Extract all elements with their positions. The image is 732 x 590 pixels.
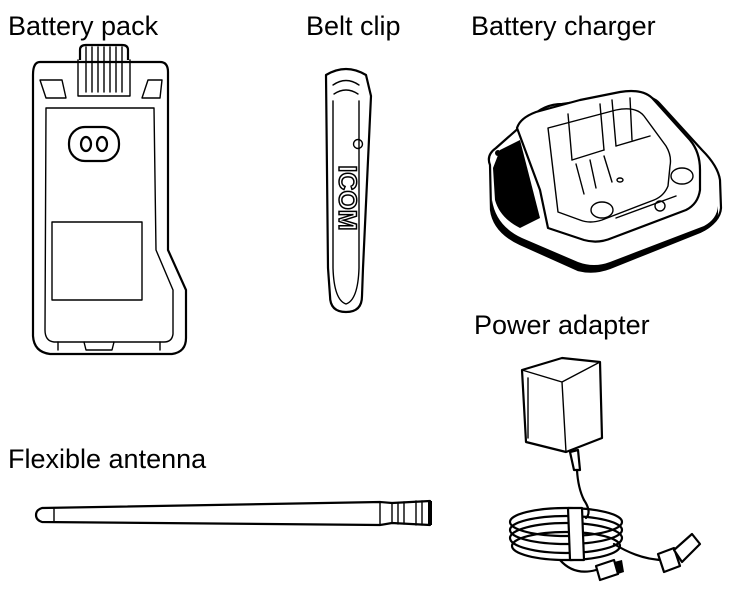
battery-pack-label: Battery pack <box>8 11 159 41</box>
belt-clip-label: Belt clip <box>306 11 401 41</box>
belt-clip-drawing: ICOM <box>324 67 373 314</box>
battery-charger-label: Battery charger <box>471 11 656 41</box>
flexible-antenna-drawing <box>34 499 432 527</box>
flexible-antenna-label: Flexible antenna <box>8 444 207 474</box>
battery-pack-drawing <box>31 43 188 356</box>
power-adapter-drawing <box>508 356 702 582</box>
belt-clip-logo: ICOM <box>333 165 361 230</box>
battery-charger-drawing <box>487 89 723 273</box>
power-adapter-label: Power adapter <box>474 310 650 340</box>
